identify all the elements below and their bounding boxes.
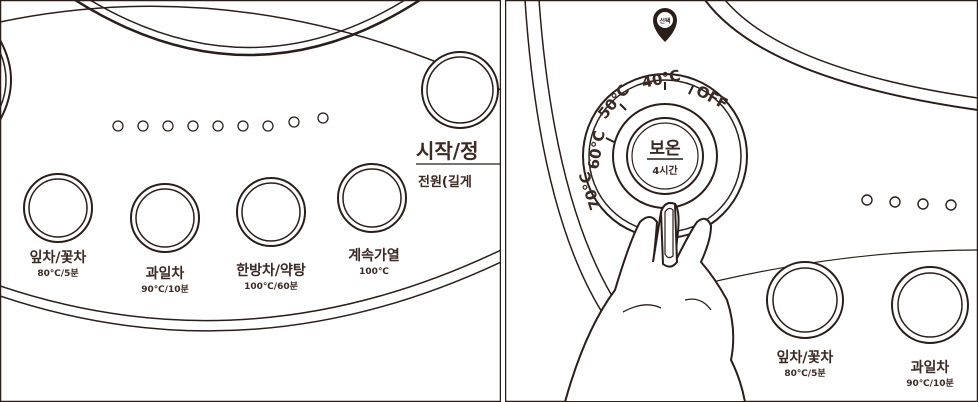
right-panel-drawing: 선택 보온 4시간 70℃ 60℃ 50℃ 40℃ OFF — [505, 0, 978, 402]
leaf-tea-label: 잎차/꽃차 — [30, 250, 87, 266]
pin-label: 선택 — [659, 17, 670, 25]
fruit-tea-button[interactable] — [130, 183, 200, 253]
herbal-tea-sublabel: 100℃/60분 — [244, 281, 298, 292]
knob-label: 보온 — [649, 139, 681, 159]
left-panel-drawing: 시작/정 전원(길게 잎차/꽃차 80℃/5분 과일차 90℃/10분 — [0, 0, 501, 402]
top-dial-outer-arc — [74, 0, 421, 57]
fruit-tea-label: 과일차 — [146, 266, 185, 282]
start-label: 시작/정 — [416, 139, 479, 163]
left-panel: 시작/정 전원(길게 잎차/꽃차 80℃/5분 과일차 90℃/10분 — [0, 0, 501, 402]
housing-edge-top — [704, 0, 978, 111]
herbal-tea-button[interactable] — [236, 177, 306, 247]
panel-bottom-edge-inner — [0, 261, 501, 332]
indicator-leds — [861, 194, 957, 211]
panel-top-edge — [0, 5, 501, 91]
continuous-heat-sublabel: 100℃ — [359, 267, 389, 277]
indicator-leds — [112, 112, 329, 132]
fruit-tea-sublabel: 90℃/10분 — [906, 378, 954, 389]
continuous-heat-button[interactable] — [337, 163, 407, 233]
panel-divider — [679, 249, 978, 291]
fruit-tea-label: 과일차 — [911, 360, 950, 376]
start-button[interactable] — [421, 51, 499, 129]
top-dial-inner-arc — [89, 0, 406, 49]
right-panel: 선택 보온 4시간 70℃ 60℃ 50℃ 40℃ OFF — [505, 0, 978, 402]
knob-sublabel: 4시간 — [652, 164, 678, 177]
continuous-heat-label: 계속가열 — [348, 247, 400, 264]
fruit-tea-sublabel: 90℃/10분 — [141, 284, 189, 295]
hand-illustration — [563, 202, 747, 402]
leaf-tea-button[interactable] — [23, 173, 93, 243]
panel-bottom-edge-outer — [0, 249, 501, 322]
herbal-tea-label: 한방차/약탕 — [236, 262, 306, 279]
leaf-tea-sublabel: 80℃/5분 — [784, 368, 825, 379]
leaf-tea-label: 잎차/꽃차 — [777, 350, 834, 366]
leaf-tea-button[interactable] — [766, 261, 844, 339]
start-sublabel: 전원(길게 — [418, 174, 472, 190]
warming-knob[interactable] — [582, 73, 748, 239]
fruit-tea-button[interactable] — [891, 266, 969, 344]
location-pin-icon — [653, 8, 677, 42]
leaf-tea-sublabel: 80℃/5분 — [37, 268, 78, 279]
left-partial-knob — [0, 39, 12, 121]
